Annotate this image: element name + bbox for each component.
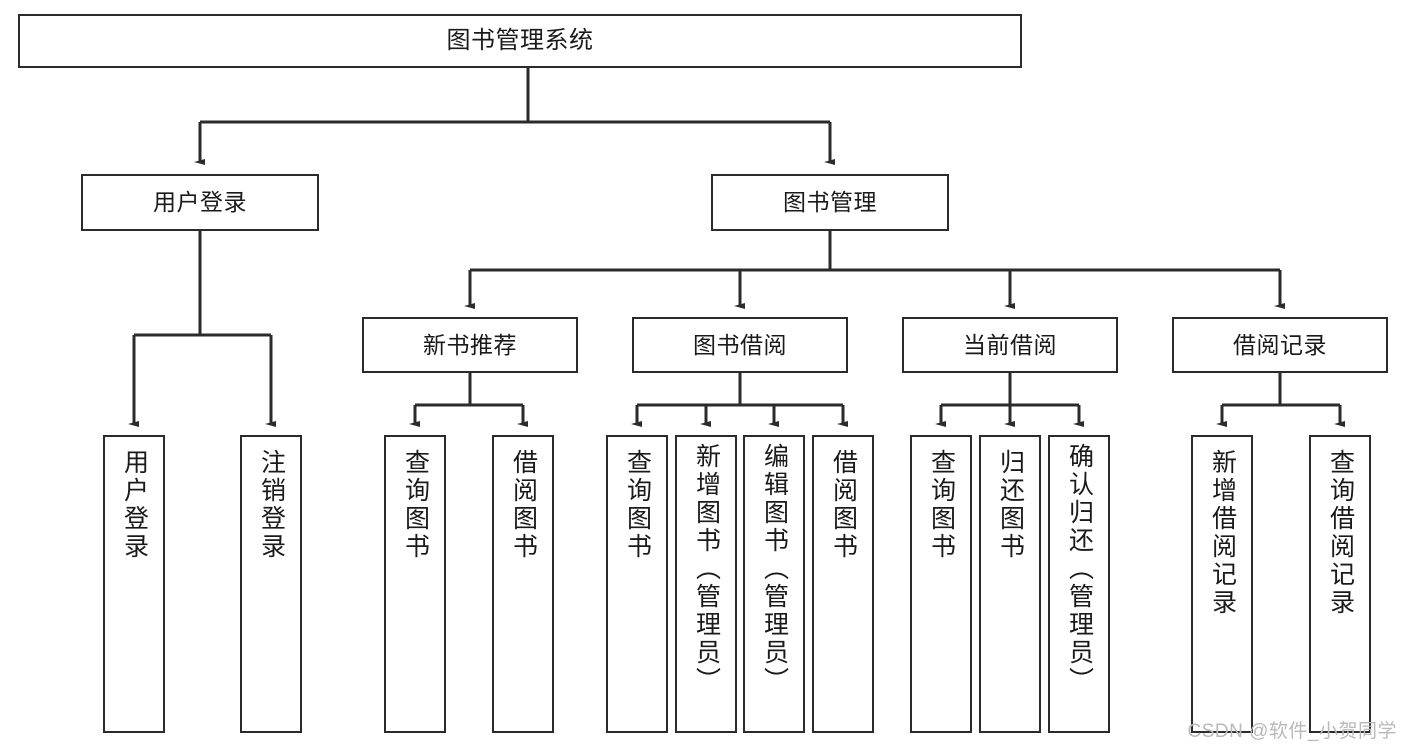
node-current-borrow-label: 当前借阅 [963, 331, 1057, 358]
node-book-borrow-label: 图书借阅 [693, 331, 787, 358]
leaf-user-logout-label: 注销登录 [257, 449, 286, 561]
node-root-label: 图书管理系统 [446, 27, 594, 55]
leaf-query-book-3[interactable]: 查询图书 [910, 435, 972, 733]
leaf-user-logout[interactable]: 注销登录 [240, 435, 302, 733]
leaf-query-book-2-label: 查询图书 [623, 449, 652, 561]
leaf-query-book-2[interactable]: 查询图书 [606, 435, 668, 733]
leaf-edit-book-label: 编辑图书（管理员） [760, 443, 789, 695]
node-root[interactable]: 图书管理系统 [18, 14, 1022, 68]
leaf-borrow-book-1-label: 借阅图书 [509, 449, 538, 561]
node-user-login-label: 用户登录 [153, 189, 247, 216]
watermark: CSDN @软件_小贺同学 [1187, 721, 1397, 742]
leaf-edit-book[interactable]: 编辑图书（管理员） [743, 435, 805, 733]
leaf-confirm-return[interactable]: 确认归还（管理员） [1048, 435, 1110, 733]
leaf-query-book-1[interactable]: 查询图书 [384, 435, 446, 733]
leaf-return-book-label: 归还图书 [996, 449, 1025, 561]
leaf-query-record-label: 查询借阅记录 [1326, 449, 1355, 617]
leaf-confirm-return-label: 确认归还（管理员） [1065, 443, 1094, 695]
leaf-user-login-label: 用户登录 [120, 449, 149, 561]
leaf-query-record[interactable]: 查询借阅记录 [1309, 435, 1371, 733]
leaf-return-book[interactable]: 归还图书 [979, 435, 1041, 733]
leaf-query-book-3-label: 查询图书 [927, 449, 956, 561]
leaf-user-login[interactable]: 用户登录 [103, 435, 165, 733]
node-book-manage[interactable]: 图书管理 [711, 174, 949, 231]
node-borrow-record-label: 借阅记录 [1233, 331, 1327, 358]
leaf-query-book-1-label: 查询图书 [401, 449, 430, 561]
node-book-manage-label: 图书管理 [783, 189, 877, 216]
node-new-book-recommend-label: 新书推荐 [423, 331, 517, 358]
node-current-borrow[interactable]: 当前借阅 [902, 317, 1118, 373]
node-borrow-record[interactable]: 借阅记录 [1172, 317, 1388, 373]
node-user-login[interactable]: 用户登录 [81, 174, 319, 231]
leaf-add-book[interactable]: 新增图书（管理员） [675, 435, 737, 733]
leaf-add-record[interactable]: 新增借阅记录 [1191, 435, 1253, 733]
leaf-add-book-label: 新增图书（管理员） [692, 443, 721, 695]
node-book-borrow[interactable]: 图书借阅 [632, 317, 848, 373]
leaf-borrow-book-2-label: 借阅图书 [829, 449, 858, 561]
node-new-book-recommend[interactable]: 新书推荐 [362, 317, 578, 373]
leaf-add-record-label: 新增借阅记录 [1208, 449, 1237, 617]
leaf-borrow-book-1[interactable]: 借阅图书 [492, 435, 554, 733]
leaf-borrow-book-2[interactable]: 借阅图书 [812, 435, 874, 733]
